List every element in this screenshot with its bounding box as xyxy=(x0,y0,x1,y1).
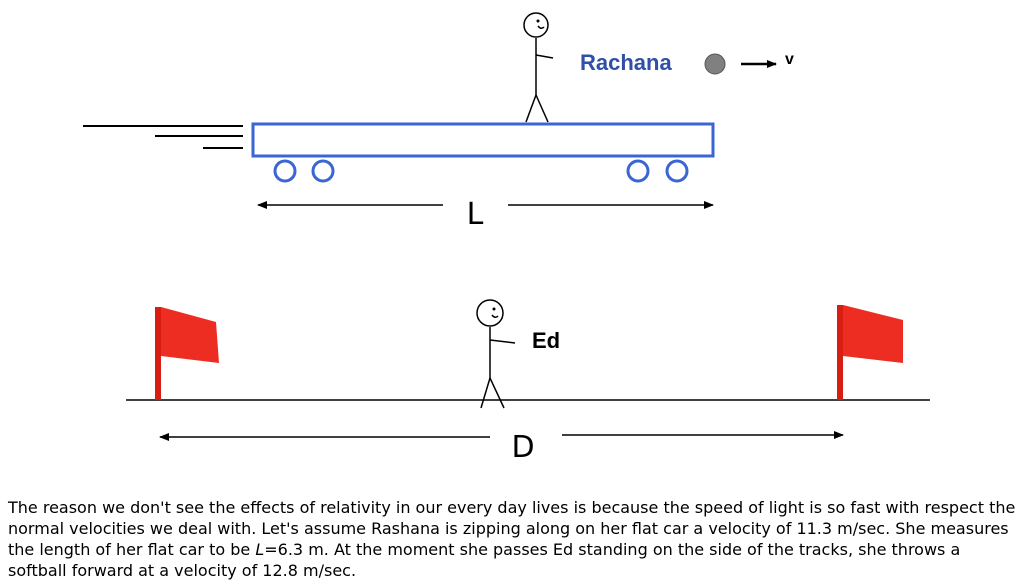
flat-car-body xyxy=(251,122,715,158)
observer-label: Ed xyxy=(532,328,560,353)
softball xyxy=(704,53,726,75)
motion-speed-lines xyxy=(83,125,243,149)
distance-label: D xyxy=(511,430,534,465)
relativity-diagram: Rachana v L Ed D xyxy=(83,12,930,465)
rider-label: Rachana xyxy=(580,50,672,75)
problem-text-part1: The reason we don't see the effects of r… xyxy=(8,498,1016,559)
velocity-label: v xyxy=(785,51,794,68)
wheel xyxy=(311,159,335,183)
problem-text-part2: =6.3 m. At the moment she passes Ed stan… xyxy=(8,540,961,580)
length-variable: L xyxy=(255,540,265,559)
problem-statement: The reason we don't see the effects of r… xyxy=(8,497,1016,581)
right-flag xyxy=(837,305,903,400)
flat-car xyxy=(251,122,715,183)
wheel xyxy=(273,159,297,183)
left-flag xyxy=(155,307,219,400)
length-label: L xyxy=(467,197,484,232)
rachana-stick-figure xyxy=(523,12,554,123)
wheel xyxy=(626,159,650,183)
wheel xyxy=(665,159,689,183)
ed-stick-figure xyxy=(476,299,516,409)
